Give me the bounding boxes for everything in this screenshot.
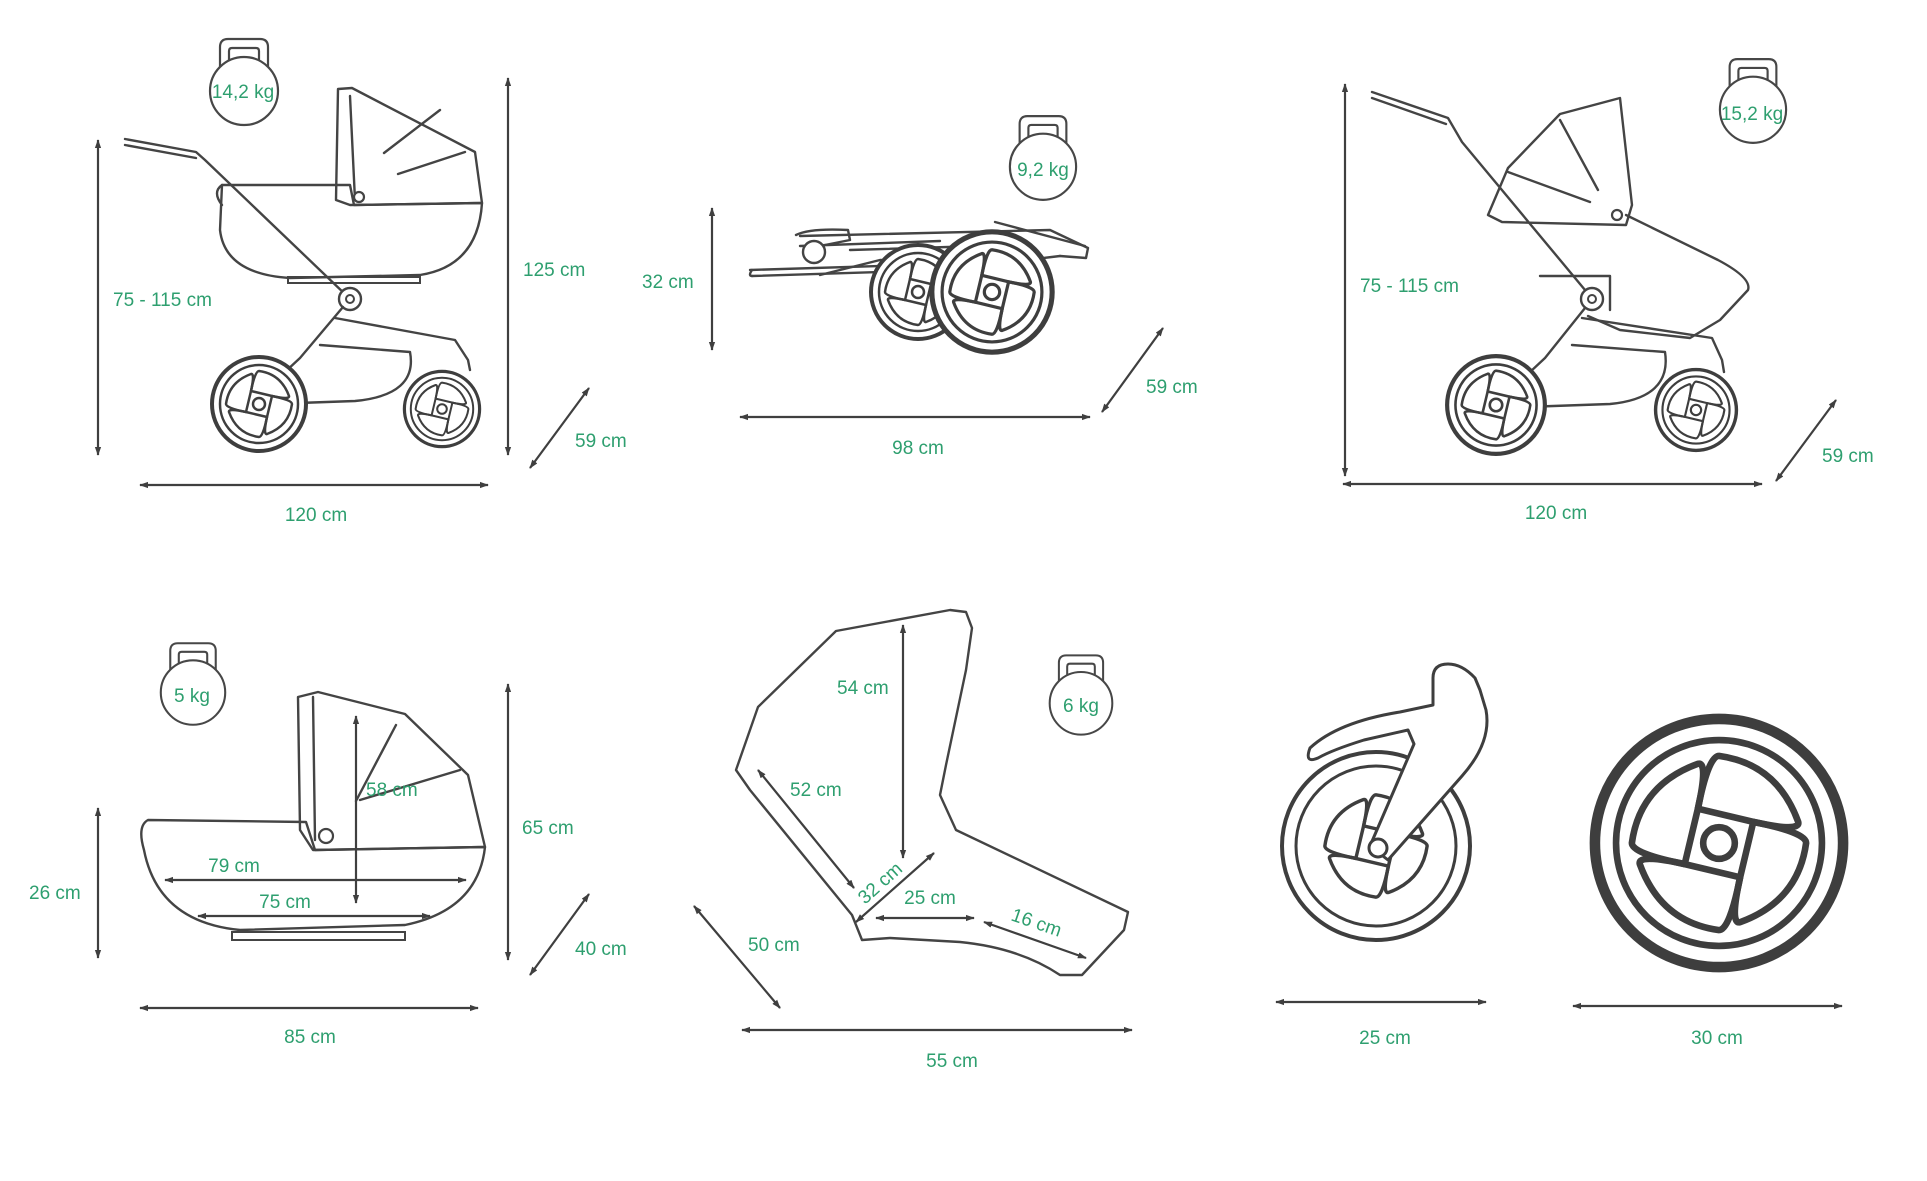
stroller-rear-wheel-icon (1447, 356, 1545, 454)
seat-drawing (734, 608, 1130, 977)
stroller-length-label: 120 cm (1525, 503, 1587, 524)
seat-width-dimension-line (693, 905, 781, 1009)
folded-width-label: 59 cm (1146, 377, 1198, 398)
seat-weight-kettlebell-icon (1048, 654, 1114, 736)
front-wheel-diameter-label: 25 cm (1359, 1028, 1411, 1049)
panel-pram: 14,2 kg 75 - 115 cm 125 cm 59 cm 120 cm (94, 37, 627, 526)
carrycot-width-dimension-line (529, 893, 590, 976)
pram-width-dimension-line (529, 387, 590, 469)
panel-seat: 6 kg 54 cm 52 cm 32 cm 25 cm 16 cm 50 cm… (693, 608, 1133, 1072)
stroller-width-label: 59 cm (1822, 446, 1874, 467)
stroller-handle-height-label: 75 - 115 cm (1360, 276, 1459, 297)
pram-rear-wheel-icon (210, 355, 308, 453)
stroller-weight-kettlebell-icon (1718, 58, 1788, 144)
folded-width-dimension-line (1101, 327, 1164, 413)
carrycot-weight-label: 5 kg (174, 686, 210, 707)
seat-weight-label: 6 kg (1063, 696, 1099, 717)
carrycot-weight-kettlebell-icon (159, 642, 227, 726)
pram-drawing (123, 86, 484, 453)
pram-weight-label: 14,2 kg (212, 82, 274, 103)
seat-backrest-length-dimension-line (757, 769, 855, 889)
pram-width-label: 59 cm (575, 431, 627, 452)
carrycot-length-label: 85 cm (284, 1027, 336, 1048)
panel-folded: 9,2 kg 32 cm 59 cm 98 cm (642, 115, 1198, 459)
pram-front-wheel-icon (402, 369, 482, 449)
stroller-drawing (1370, 90, 1750, 454)
seat-footrest-dimension-line (983, 920, 1087, 960)
pram-handle-height-label: 75 - 115 cm (113, 290, 212, 311)
folded-weight-label: 9,2 kg (1017, 160, 1069, 181)
pram-height-label: 125 cm (523, 260, 585, 281)
carrycot-interior-height-label: 58 cm (366, 780, 418, 801)
panel-carrycot: 5 kg 26 cm 58 cm 79 cm 75 cm 65 cm 40 cm… (29, 642, 627, 1048)
panel-stroller: 15,2 kg 75 - 115 cm 59 cm 120 cm (1341, 58, 1874, 524)
carrycot-drawing (140, 690, 487, 941)
rear-wheel-diameter-label: 30 cm (1691, 1028, 1743, 1049)
folded-front-wheel-icon (932, 232, 1052, 352)
carrycot-body-height-label: 26 cm (29, 883, 81, 904)
seat-height-dimension-line (855, 852, 935, 923)
panel-wheels: 25 cm 30 cm (1275, 662, 1843, 1049)
folded-length-label: 98 cm (892, 438, 944, 459)
carrycot-width-label: 40 cm (575, 939, 627, 960)
seat-backrest-length-label: 52 cm (790, 780, 842, 801)
carrycot-height-label: 65 cm (522, 818, 574, 839)
rear-wheel-icon (1595, 719, 1843, 967)
carrycot-inner-length-label: 79 cm (208, 856, 260, 877)
folded-weight-kettlebell-icon (1008, 115, 1078, 201)
stroller-weight-label: 15,2 kg (1721, 104, 1783, 125)
seat-length-label: 55 cm (926, 1051, 978, 1072)
stroller-front-wheel-icon (1653, 367, 1739, 453)
seat-backrest-height-label: 54 cm (837, 678, 889, 699)
stroller-width-dimension-line (1775, 399, 1837, 482)
folded-drawing (748, 220, 1090, 352)
seat-depth-label: 25 cm (904, 888, 956, 909)
seat-width-label: 50 cm (748, 935, 800, 956)
folded-height-label: 32 cm (642, 272, 694, 293)
front-wheel-icon (1280, 662, 1489, 942)
pram-length-label: 120 cm (285, 505, 347, 526)
carrycot-base-length-label: 75 cm (259, 892, 311, 913)
seat-footrest-label: 16 cm (1008, 905, 1064, 942)
